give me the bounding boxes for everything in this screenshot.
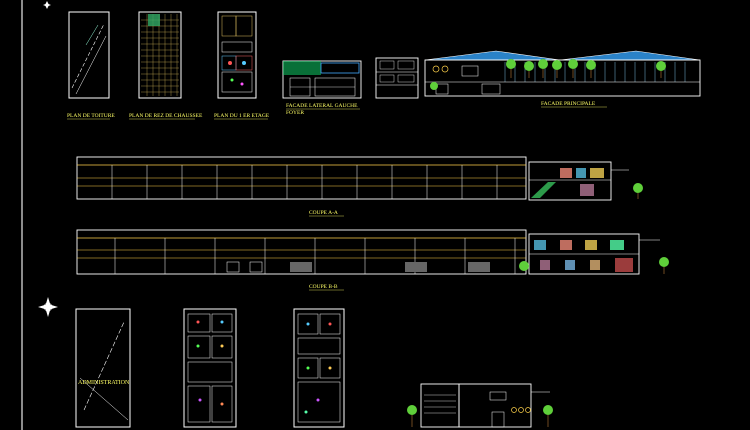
left-side-facade: FACADE LATERAL GAUCHE FOYER [282, 60, 362, 116]
ground-floor-plan-top: PLAN DE REZ DE CHAUSSEE [129, 11, 203, 120]
administration-elevation [407, 383, 553, 428]
section-a-a: COUPE A-A [76, 156, 643, 217]
plan-rdc-label: PLAN DE REZ DE CHAUSSEE [129, 113, 203, 119]
tower-elevation [375, 57, 419, 99]
facade-laterale-label: FACADE LATERAL GAUCHE [286, 103, 358, 109]
main-facade: FACADE PRINCIPALE [424, 50, 701, 108]
roof-plan-top: PLAN DE TOITURE [67, 11, 115, 120]
north-arrow-icon [38, 297, 58, 317]
administration-roof-plan: ADMINISTRATION [75, 308, 131, 428]
north-arrow-icon [43, 1, 51, 9]
plan-etage-label: PLAN DU 1 ER ETAGE [214, 113, 270, 119]
sheet-border [21, 0, 23, 430]
facade-principale-label: FACADE PRINCIPALE [541, 101, 596, 107]
coupe-aa-label: COUPE A-A [309, 210, 338, 216]
administration-label: ADMINISTRATION [78, 380, 130, 386]
coupe-bb-label: COUPE B-B [309, 284, 338, 290]
section-b-b: COUPE B-B [76, 229, 669, 291]
plan-toiture-label: PLAN DE TOITURE [67, 113, 115, 119]
foyer-label: FOYER [286, 110, 304, 116]
administration-floor-plan-2 [293, 308, 345, 428]
first-floor-plan-top: PLAN DU 1 ER ETAGE [214, 11, 270, 120]
administration-floor-plan-1 [183, 308, 237, 428]
